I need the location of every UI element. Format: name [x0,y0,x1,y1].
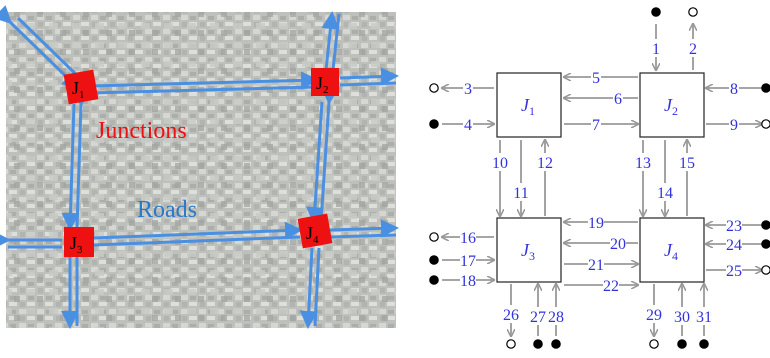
sink-node-12 [761,265,770,275]
road-number-11: 11 [513,185,528,202]
road-number-13: 13 [635,155,651,172]
road-number-22: 22 [603,278,619,295]
road-number-6: 6 [614,91,622,108]
sink-node-7 [429,232,439,242]
junction-box-4: J4 [639,217,705,283]
svg-text:J3: J3 [70,233,83,256]
source-node-8 [429,255,439,265]
road-number-19: 19 [588,215,604,232]
road-number-25: 25 [726,263,742,280]
sink-node-16 [649,339,659,349]
aerial-map-panel: J1 J2 J3 J4 Junctions Roads [0,5,399,329]
source-node-4 [429,119,439,129]
source-node-14 [533,339,543,349]
source-node-1 [651,7,661,17]
junction-label-3: J3 [521,240,535,263]
road-number-20: 20 [610,236,626,253]
svg-text:J2: J2 [316,73,329,96]
junction-label-4: J4 [664,240,678,263]
junction-label-2: J2 [664,95,678,118]
sink-node-6 [761,119,770,129]
road-number-4: 4 [464,117,472,134]
road-number-18: 18 [460,273,476,290]
road-number-15: 15 [679,155,695,172]
road-number-31: 31 [696,309,712,326]
map-junction-4: J4 [297,213,333,249]
road-number-27: 27 [530,309,546,326]
road-number-14: 14 [657,185,673,202]
road-number-5: 5 [592,70,600,87]
sink-node-2 [688,7,698,17]
svg-text:J4: J4 [306,223,319,246]
junction-box-2: J2 [639,72,705,138]
road-number-12: 12 [537,155,553,172]
road-number-10: 10 [492,155,508,172]
source-node-17 [677,339,687,349]
roads [0,5,399,329]
road-number-21: 21 [588,257,604,274]
map-junction-3: J3 [64,227,94,257]
road-number-2: 2 [689,41,697,58]
road-number-7: 7 [592,117,600,134]
road-number-17: 17 [460,253,476,270]
road-number-28: 28 [548,309,564,326]
road-number-8: 8 [730,81,738,98]
road-number-16: 16 [460,230,476,247]
source-node-9 [429,275,439,285]
road-number-1: 1 [652,41,660,58]
road-number-30: 30 [674,309,690,326]
roads-caption: Roads [137,197,197,223]
source-node-18 [699,339,709,349]
source-node-10 [761,220,770,230]
map-junction-1: J1 [63,69,99,105]
sink-node-13 [506,339,516,349]
sink-node-3 [429,83,439,93]
road-number-23: 23 [726,218,742,235]
source-node-5 [761,83,770,93]
map-junction-2: J2 [311,68,339,96]
road-number-24: 24 [726,237,742,254]
junction-box-1: J1 [496,72,562,138]
junction-label-1: J1 [521,95,535,118]
junction-box-3: J3 [496,217,562,283]
road-number-29: 29 [646,307,662,324]
aerial-map: J1 J2 J3 J4 Junctions Roads [0,5,399,329]
source-node-15 [551,339,561,349]
road-number-26: 26 [503,307,519,324]
road-number-3: 3 [464,81,472,98]
junctions-caption: Junctions [96,118,187,144]
source-node-11 [761,239,770,249]
road-number-9: 9 [730,117,738,134]
svg-text:J1: J1 [72,78,85,101]
